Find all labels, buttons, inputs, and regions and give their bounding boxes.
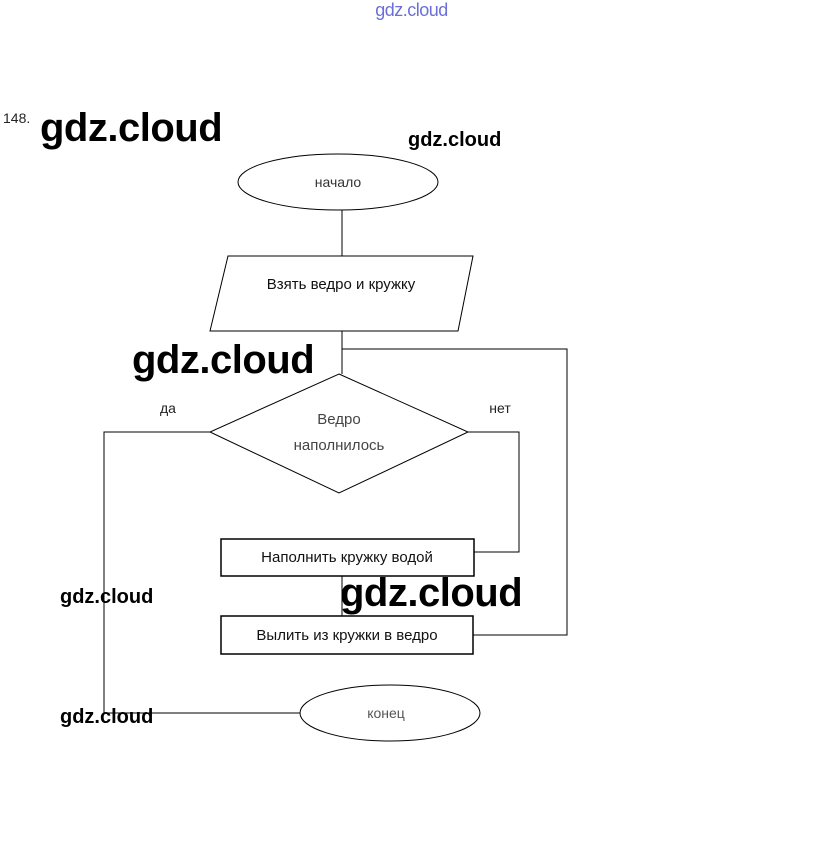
process-fill-cup-label: Наполнить кружку водой [261,549,433,566]
start-label: начало [315,174,362,190]
input-parallelogram [209,255,474,332]
decision-label-line2: наполнилось [294,437,385,454]
no-label: нет [489,400,511,416]
process-pour-cup [220,615,474,655]
watermark-left-a: gdz.cloud [60,586,154,608]
process-pour-cup-label: Вылить из кружки в ведро [256,627,437,644]
yes-label: да [160,400,176,416]
process-fill-cup [220,538,475,577]
watermark-main-left: gdz.cloud [40,106,223,150]
connector-loop-back [342,348,568,636]
end-label: конец [367,705,405,721]
connector-yes-branch [103,431,300,714]
end-terminator [299,684,481,742]
watermark-middle: gdz.cloud [132,338,315,382]
task-number: 148. [3,110,31,126]
watermark-left-b: gdz.cloud [60,706,154,728]
watermark-right-small: gdz.cloud [408,129,502,151]
decision-diamond [208,373,470,494]
start-terminator [237,153,439,211]
input-label: Взять ведро и кружку [267,276,416,293]
decision-label-line1: Ведро [317,411,360,428]
watermark-lower-middle: gdz.cloud [340,571,523,615]
connector-no-branch [468,431,520,553]
watermark-top: gdz.cloud [375,0,448,20]
